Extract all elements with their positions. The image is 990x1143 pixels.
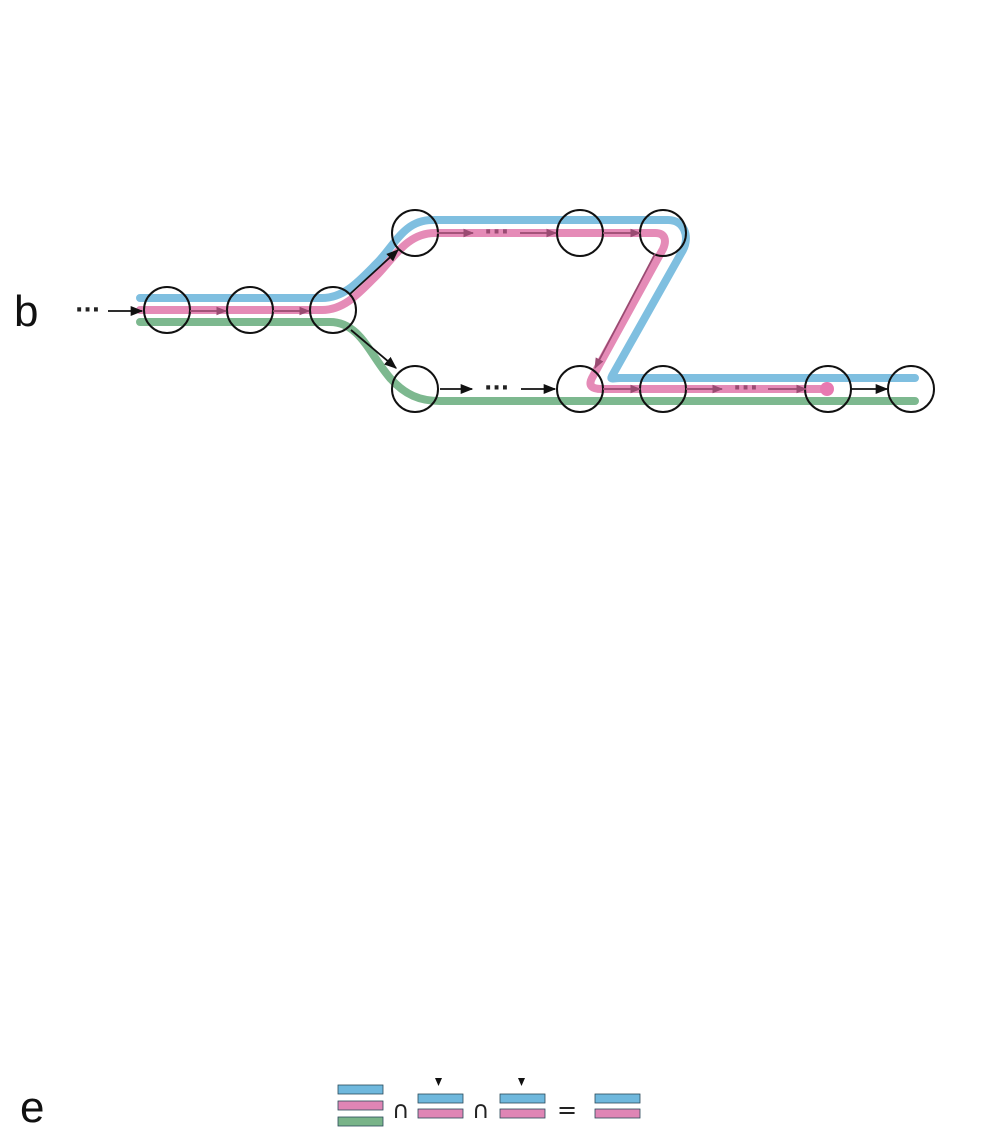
pink-arrow	[594, 253, 656, 369]
triangle-down-icon	[518, 1078, 525, 1086]
branch-arrow-up	[349, 249, 399, 295]
intersect-symbol: ∩	[392, 1096, 410, 1124]
panel-label-e: e	[20, 1083, 45, 1132]
panel-label-b: b	[14, 287, 39, 336]
ellipsis-right: ···	[733, 376, 758, 401]
intersect-symbol: ∩	[472, 1096, 490, 1124]
branch-arrow-down	[350, 329, 397, 369]
ellipsis-lower: ···	[484, 376, 509, 401]
equals-symbol: =	[557, 1096, 577, 1124]
node-circle	[143, 286, 191, 334]
pink-path	[136, 229, 831, 393]
ellipsis-upper: ···	[484, 220, 509, 245]
mauve-arrows	[190, 228, 808, 394]
green-path	[136, 318, 919, 405]
black-arrows	[108, 249, 889, 395]
bar-blue	[337, 1084, 384, 1095]
node-circle	[391, 365, 439, 413]
bar-pink	[337, 1100, 384, 1111]
node-circle	[887, 365, 935, 413]
bar-blue	[499, 1093, 546, 1104]
blue-path	[136, 216, 919, 383]
bar-pink	[417, 1108, 464, 1119]
end-dot-icon	[820, 382, 834, 396]
bar-blue	[417, 1093, 464, 1104]
equation-row	[337, 1084, 641, 1127]
triangle-down-icon	[435, 1078, 442, 1086]
ellipsis-entry: ···	[75, 298, 100, 323]
bar-pink	[499, 1108, 546, 1119]
bar-blue	[594, 1093, 641, 1104]
bar-green	[337, 1116, 384, 1127]
bar-pink	[594, 1108, 641, 1119]
